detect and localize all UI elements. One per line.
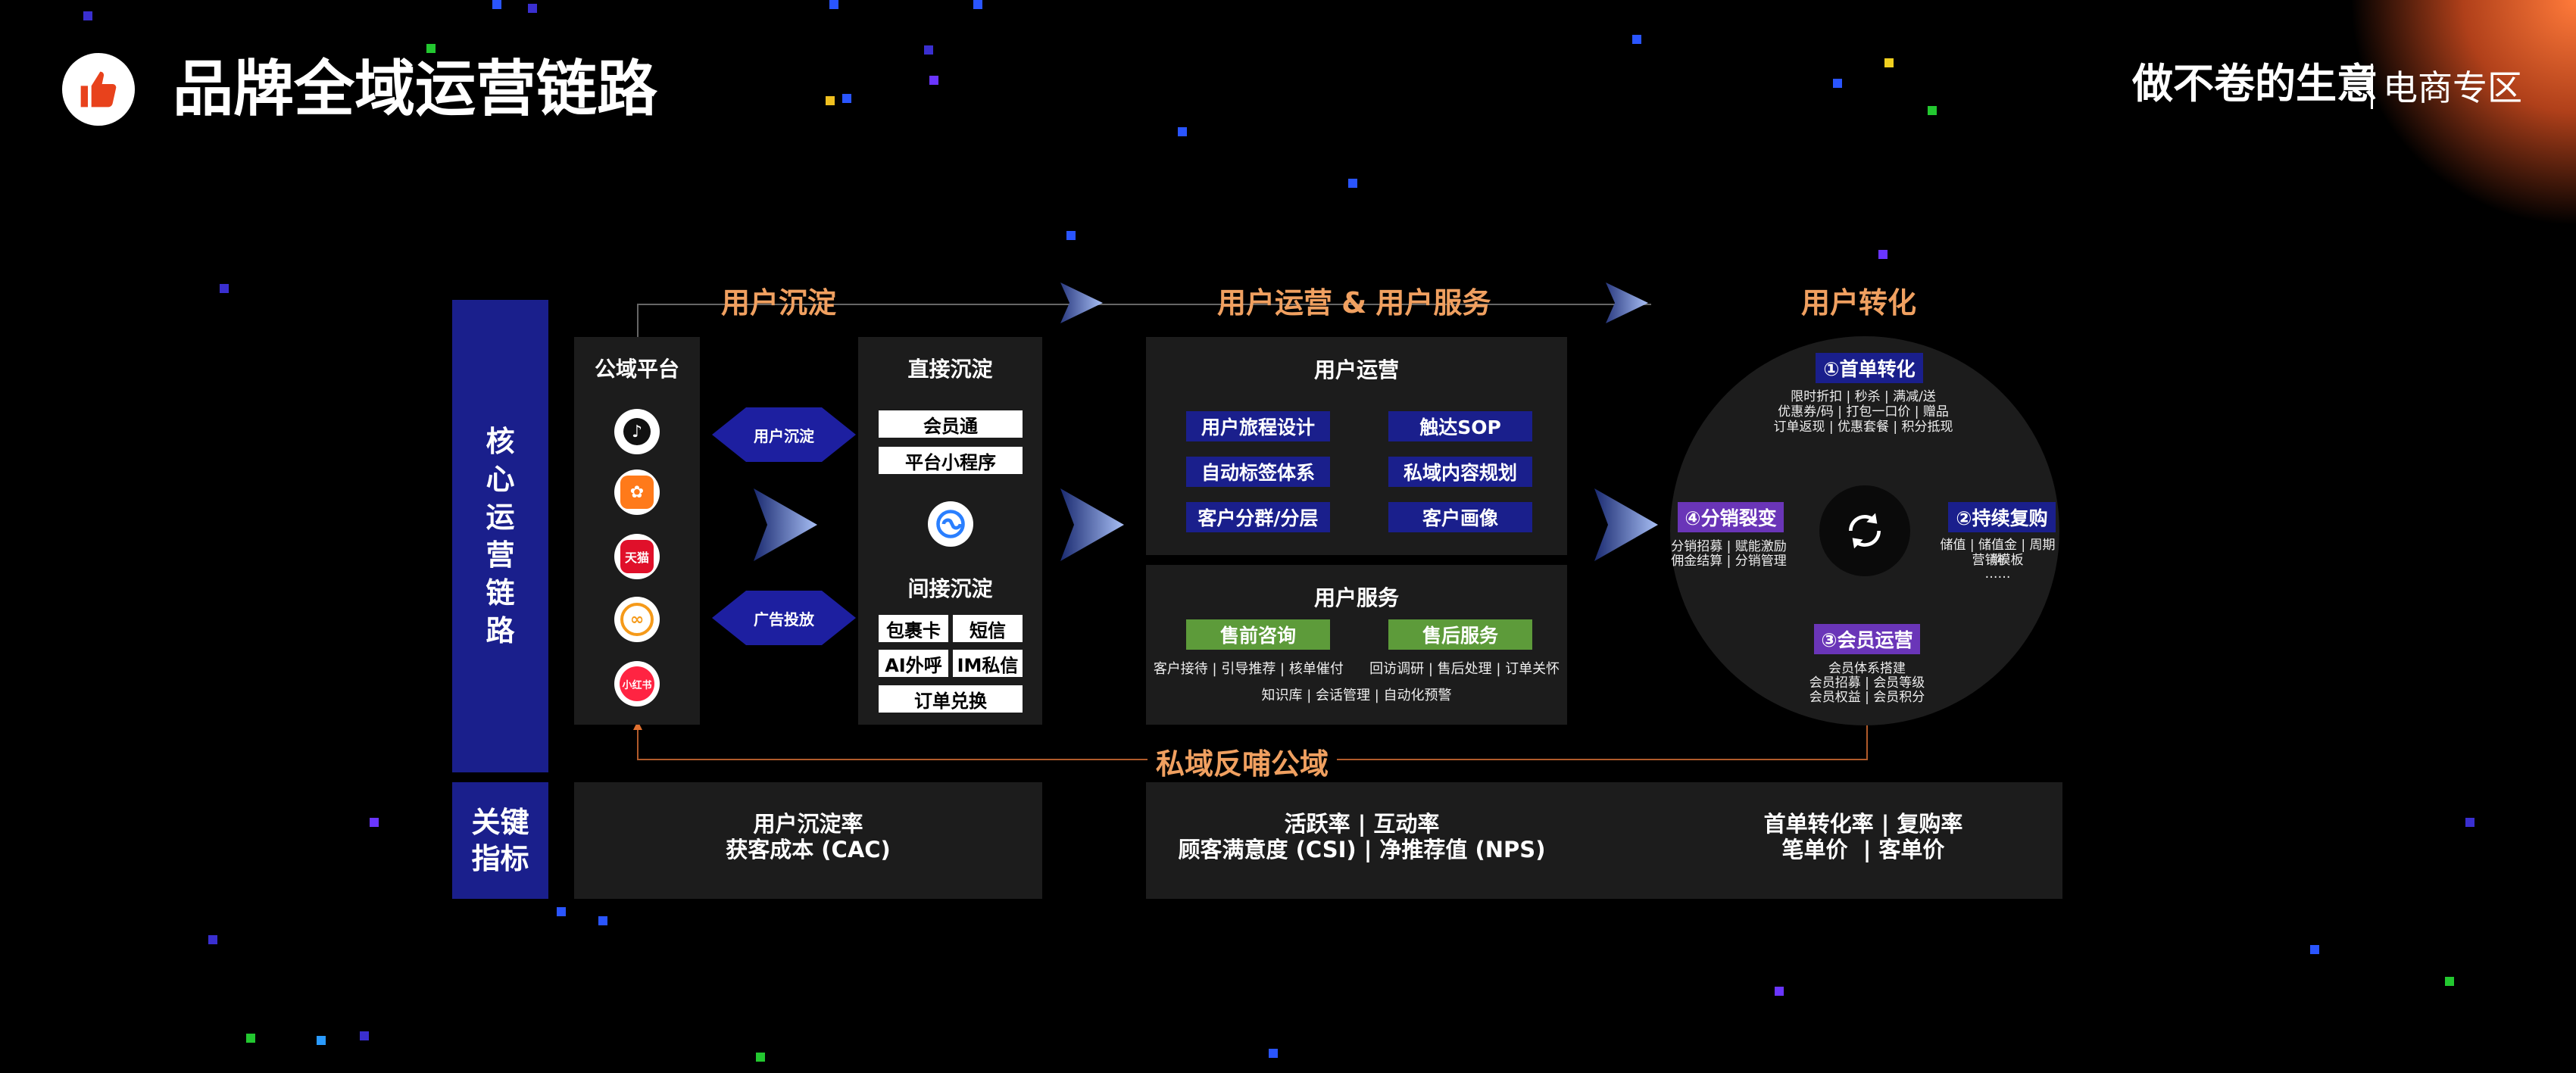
repurchase-line: 营销模板 (1972, 553, 2024, 568)
section-name: 电商专区 (2383, 67, 2522, 108)
metric-convert-line1: 首单转化率 | 复购率 (1763, 811, 1963, 837)
stage-title-amp: & (1341, 286, 1367, 320)
first-order-line: 优惠券/码 | 打包一口价 | 赠品 (1778, 404, 1949, 420)
xiaohongshu-icon: 小红书 (614, 661, 660, 706)
conversion-member-ops: ③会员运营 (1814, 624, 1920, 654)
metric-settle-line1: 用户沉淀率 (753, 811, 863, 837)
user-ops-title: 用户运营 (1313, 357, 1399, 382)
distribution-line: 分销招募 | 赋能激励 (1671, 539, 1787, 554)
kuaishou-icon: ✿ (614, 469, 660, 515)
distribution-line: 佣金结算 | 分销管理 (1671, 554, 1787, 569)
flow-arrow-3 (1594, 488, 1658, 561)
flow-arrow-2 (1060, 488, 1124, 561)
metrics-label-line: 指标 (471, 842, 529, 875)
ops-journey-design: 用户旅程设计 (1186, 411, 1330, 441)
diamond-ads-label: 广告投放 (754, 610, 814, 629)
metrics-label-line: 关键 (471, 806, 529, 839)
tmall-icon: 天猫 (614, 534, 660, 579)
refresh-cycle-icon (1849, 513, 1881, 549)
service-detail-line1: 客户接待 | 引导推荐 | 核单催付 回访调研 | 售后处理 | 订单关怀 (1153, 661, 1560, 677)
indirect-item-ai-call: AI外呼 (879, 650, 948, 677)
jd-icon: ∞ (614, 597, 660, 642)
public-domain-panel (574, 337, 700, 725)
core-char: 营 (486, 538, 515, 572)
diamond-ads (712, 591, 856, 645)
pre-sales-consult: 售前咨询 (1186, 619, 1330, 650)
ops-customer-profile: 客户画像 (1388, 502, 1532, 532)
stage-arrow-2 (1606, 282, 1648, 323)
indirect-item-im: IM私信 (953, 650, 1023, 677)
stage-title-ops-service: 用户运营 & 用户服务 (1217, 284, 1491, 322)
xhs-logo-text: 小红书 (620, 666, 654, 701)
key-metrics-label: 关键 指标 (452, 782, 548, 899)
after-sales-service: 售后服务 (1388, 619, 1532, 650)
metric-ops-line2: 顾客满意度 (CSI) | 净推荐值 (NPS) (1178, 837, 1546, 862)
brand-divider (2371, 64, 2373, 109)
corner-glow (2349, 0, 2576, 227)
first-order-line: 限时折扣 | 秒杀 | 满减/送 (1791, 389, 1936, 404)
stage-title-settle: 用户沉淀 (721, 286, 837, 320)
metric-settle-line2: 获客成本 (CAC) (726, 837, 891, 862)
metrics-ops-panel (1146, 782, 2062, 899)
tmall-logo-text: 天猫 (620, 540, 654, 573)
ops-auto-tags: 自动标签体系 (1186, 457, 1330, 487)
repurchase-line: …… (1984, 566, 2011, 582)
stage-title-convert: 用户转化 (1801, 286, 1917, 320)
cycle-hub (1819, 485, 1910, 576)
direct-item-membership: 会员通 (879, 410, 1023, 438)
direct-title: 直接沉淀 (907, 357, 993, 382)
conversion-first-order: ①首单转化 (1816, 353, 1923, 383)
core-char: 核 (486, 425, 515, 458)
thumbs-up-logo (62, 53, 135, 126)
metric-convert-line2: 笔单价 | 客单价 (1781, 837, 1945, 862)
member-ops-line: 会员招募 | 会员等级 (1809, 675, 1925, 691)
douyin-icon: ♪ (614, 409, 660, 454)
thumbs-up-icon (80, 71, 117, 108)
stage-title-service: 用户服务 (1375, 286, 1491, 320)
wechat-app-icon (928, 501, 973, 547)
indirect-title: 间接沉淀 (907, 576, 993, 601)
core-char: 心 (486, 463, 515, 496)
first-order-line: 订单返现 | 优惠套餐 | 积分抵现 (1773, 420, 1953, 435)
indirect-item-sms: 短信 (953, 615, 1023, 642)
direct-item-miniprogram: 平台小程序 (879, 447, 1023, 474)
feedback-label: 私域反哺公域 (1147, 744, 1337, 781)
public-domain-title: 公域平台 (594, 357, 679, 382)
user-service-title: 用户服务 (1313, 585, 1399, 610)
page-title: 品牌全域运营链路 (173, 54, 657, 124)
core-chain-label: 核 心 运 营 链 路 (452, 300, 548, 772)
core-char: 路 (486, 614, 515, 647)
core-char: 链 (486, 576, 515, 610)
indirect-item-package-card: 包裹卡 (879, 615, 948, 642)
metric-ops-line1: 活跃率 | 互动率 (1284, 811, 1440, 837)
metrics-settle-panel (574, 782, 1042, 899)
core-char: 运 (486, 501, 515, 534)
stage-title-ops: 用户运营 (1217, 286, 1333, 320)
conversion-repurchase: ②持续复购 (1948, 502, 2056, 532)
service-detail-line2: 知识库 | 会话管理 | 自动化预警 (1261, 688, 1452, 703)
indirect-item-order-redeem: 订单兑换 (879, 685, 1023, 713)
mini-program-icon (936, 510, 965, 538)
ops-reach-sop: 触达SOP (1388, 411, 1532, 441)
repurchase-line: 储值 | 储值金 | 周期购 (1940, 538, 2056, 568)
diamond-settle (712, 407, 856, 462)
stage-arrow-1 (1060, 282, 1103, 323)
ops-content-plan: 私域内容规划 (1388, 457, 1532, 487)
conversion-distribution: ④分销裂变 (1678, 502, 1784, 532)
diamond-settle-label: 用户沉淀 (754, 426, 814, 445)
member-ops-line: 会员体系搭建 (1828, 661, 1906, 676)
brand-name: 做不卷的生意 (2132, 60, 2378, 108)
member-ops-line: 会员权益 | 会员积分 (1809, 690, 1925, 705)
ops-segmentation: 客户分群/分层 (1186, 502, 1330, 532)
flow-arrow-1 (754, 488, 817, 561)
